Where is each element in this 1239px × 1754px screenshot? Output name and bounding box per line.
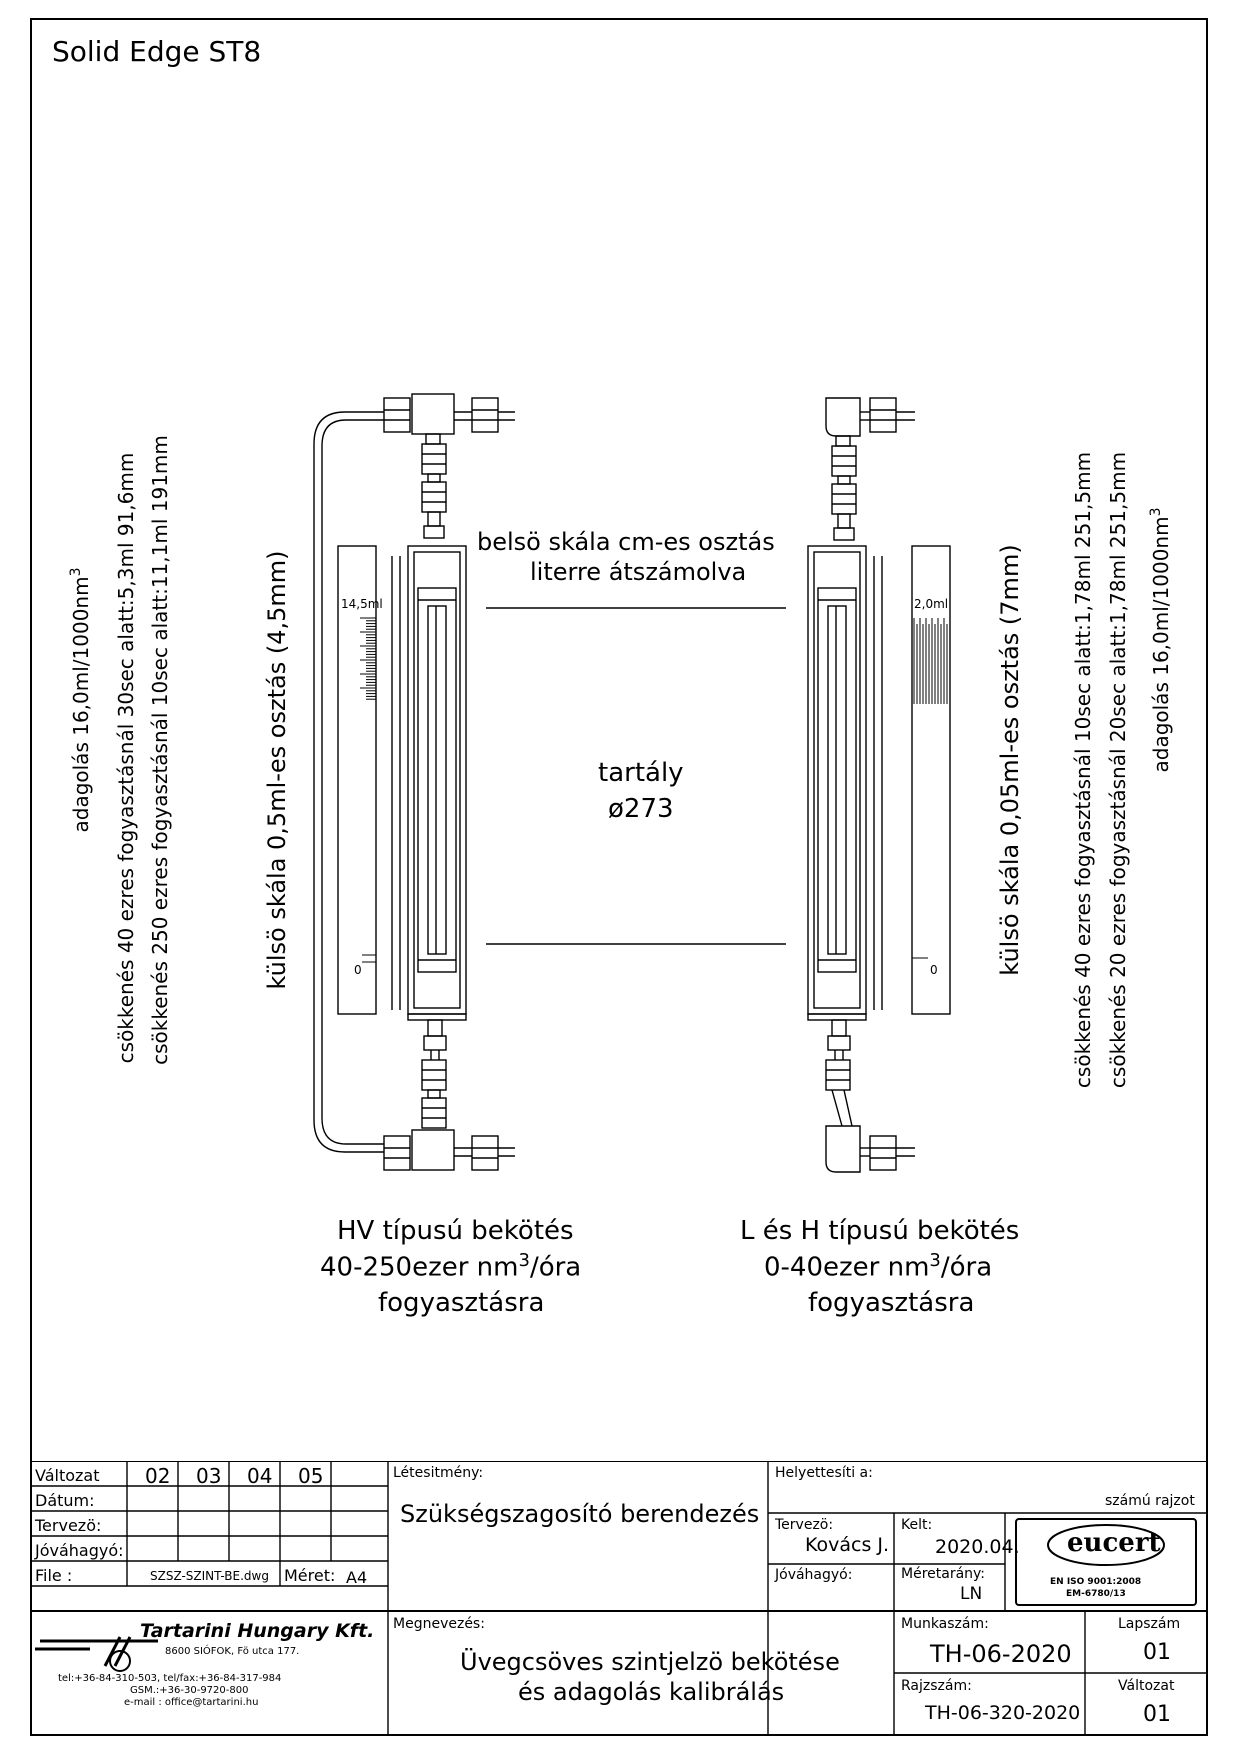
revision-label: Változat <box>35 1466 100 1485</box>
revision-05: 05 <box>298 1464 324 1488</box>
right-upper-nut-1 <box>831 445 857 477</box>
replaces-label: Helyettesíti a: <box>775 1465 873 1481</box>
revision-04: 04 <box>247 1464 273 1488</box>
date-label: Dátum: <box>35 1491 95 1510</box>
file-name: SZSZ-SZINT-BE.dwg <box>150 1569 269 1583</box>
left-outer-scale <box>337 545 377 1015</box>
right-reduction-label-1: csökkenés 40 ezres fogyasztásnál 10sec a… <box>1071 451 1095 1089</box>
scale-label: Méretarány: <box>901 1566 986 1582</box>
drawing-no-value: TH-06-320-2020 <box>925 1702 1081 1724</box>
right-upper-nut-2 <box>831 483 857 515</box>
right-outer-scale-label: külsö skála 0,05ml-es osztás (7mm) <box>996 544 1024 976</box>
left-caption-line2: 40-250ezer nm3/óra <box>320 1250 582 1283</box>
left-bypass-pipe <box>313 411 384 1153</box>
name-label: Megnevezés: <box>393 1616 485 1632</box>
job-no-label: Munkaszám: <box>901 1616 989 1632</box>
right-top-elbow <box>825 397 861 437</box>
tank-diameter: ø273 <box>608 794 674 824</box>
right-outer-scale <box>911 545 951 1015</box>
company-logo-h <box>109 1650 131 1672</box>
name-line1: Üvegcsöves szintjelzö bekötése <box>460 1648 840 1676</box>
left-upper-nut-1 <box>421 443 447 475</box>
left-caption-line3: fogyasztásra <box>378 1288 545 1318</box>
left-gauge-body <box>407 545 467 1015</box>
left-bottom-tee <box>411 1129 455 1171</box>
designer2-label: Tervezö: <box>775 1517 834 1533</box>
size-value: A4 <box>346 1568 368 1587</box>
left-top-nut-r <box>471 397 499 433</box>
left-caption-line1: HV típusú bekötés <box>337 1216 574 1246</box>
right-gauge-zero-mark: 0 <box>930 963 938 977</box>
right-gauge-top-mark: 2,0ml <box>914 597 949 611</box>
left-gauge-top-mark: 14,5ml <box>341 597 383 611</box>
left-bottom-nut-r <box>471 1135 499 1171</box>
right-top-nut <box>869 397 897 433</box>
company-tel: tel:+36-84-310-503, tel/fax:+36-84-317-9… <box>58 1673 282 1684</box>
sheet-value: 01 <box>1143 1640 1171 1665</box>
right-caption-line1: L és H típusú bekötés <box>740 1216 1020 1246</box>
designer-label: Tervezö: <box>35 1516 102 1535</box>
size-label: Méret: <box>284 1566 336 1585</box>
revision-03: 03 <box>196 1464 222 1488</box>
left-top-nut-l <box>383 397 411 433</box>
left-reduction-label-2: csökkenés 250 ezres fogyasztásnál 10sec … <box>148 435 172 1065</box>
facility-label: Létesitmény: <box>393 1465 484 1481</box>
file-label: File : <box>35 1566 73 1585</box>
inner-scale-label-1: belsö skála cm-es osztás <box>475 528 777 556</box>
variant-value: 01 <box>1143 1702 1171 1727</box>
company-name: Tartarini Hungary Kft. <box>140 1620 375 1642</box>
eucert-logo-text: eucert <box>1067 1528 1161 1558</box>
job-no-value: TH-06-2020 <box>930 1640 1072 1668</box>
left-bottom-nut-l <box>383 1135 411 1171</box>
company-email: e-mail : office@tartarini.hu <box>124 1697 259 1708</box>
inner-scale-label-2: literre átszámolva <box>530 558 747 586</box>
right-dosing-label: adagolás 16,0ml/1000nm3 <box>1148 507 1173 773</box>
company-gsm: GSM.:+36-30-9720-800 <box>130 1685 249 1696</box>
date2-value: 2020.04. <box>935 1536 1020 1558</box>
tank-label: tartály <box>598 758 684 788</box>
left-reduction-label-1: csökkenés 40 ezres fogyasztásnál 30sec a… <box>114 452 138 1064</box>
left-outer-scale-label: külsö skála 0,5ml-es osztás (4,5mm) <box>263 550 291 990</box>
date2-label: Kelt: <box>901 1517 933 1533</box>
revision-02: 02 <box>145 1464 171 1488</box>
eucert-logo-box <box>1015 1518 1197 1606</box>
drawing-no-label: Rajzszám: <box>901 1678 972 1694</box>
drawing-no-suffix: számú rajzot <box>1105 1493 1195 1509</box>
left-lower-nut-1 <box>421 1059 447 1091</box>
left-dosing-label: adagolás 16,0ml/1000nm3 <box>68 567 93 833</box>
left-top-tee <box>411 393 455 435</box>
right-lower-nut-1 <box>825 1059 851 1091</box>
variant-label: Változat <box>1118 1678 1175 1694</box>
right-bottom-nut <box>869 1135 897 1171</box>
approver-label: Jóváhagyó: <box>35 1541 124 1560</box>
left-upper-nut-2 <box>421 481 447 513</box>
title-block <box>30 1461 1208 1736</box>
right-bottom-elbow <box>825 1125 861 1173</box>
software-label: Solid Edge ST8 <box>52 35 262 68</box>
right-gauge-body <box>807 545 867 1015</box>
eucert-std: EN ISO 9001:2008 <box>1050 1577 1142 1587</box>
scale-value: LN <box>960 1584 983 1604</box>
eucert-no: EM-6780/13 <box>1066 1589 1126 1599</box>
designer2-value: Kovács J. <box>805 1534 890 1556</box>
right-caption-line2: 0-40ezer nm3/óra <box>764 1250 993 1283</box>
right-caption-line3: fogyasztásra <box>808 1288 975 1318</box>
name-line2: és adagolás kalibrálás <box>518 1678 785 1706</box>
facility-value: Szükségszagosító berendezés <box>400 1500 760 1528</box>
right-reduction-label-2: csökkenés 20 ezres fogyasztásnál 20sec a… <box>1106 451 1130 1089</box>
left-gauge-zero-mark: 0 <box>354 963 362 977</box>
approver2-label: Jóváhagyó: <box>775 1567 853 1583</box>
company-address: 8600 SIÓFOK, Fö utca 177. <box>165 1646 300 1657</box>
left-bypass-pipe-inner <box>321 419 384 1145</box>
sheet-label: Lapszám <box>1118 1616 1181 1632</box>
left-lower-nut-2 <box>421 1097 447 1129</box>
